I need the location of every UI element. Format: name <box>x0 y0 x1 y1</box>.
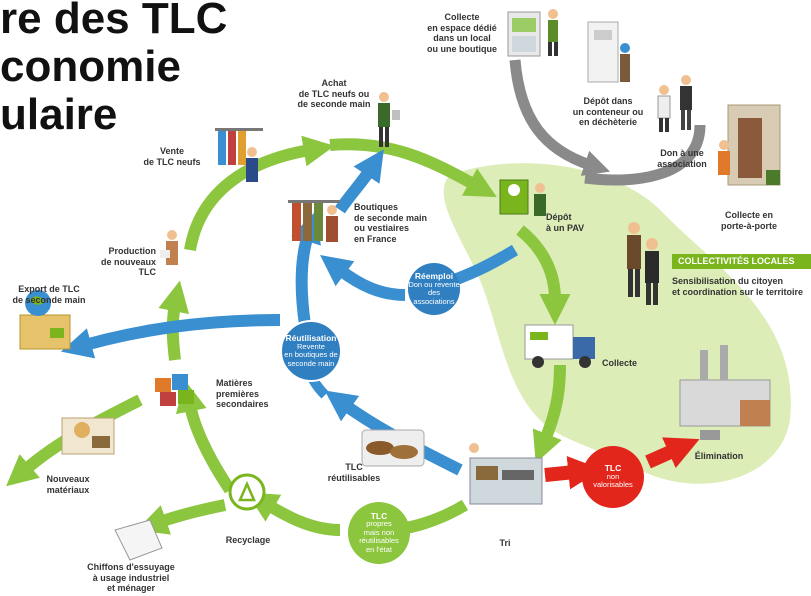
label-tlc-reutilisables: TLC réutilisables <box>327 462 381 483</box>
green-arrow-top-left <box>184 135 335 252</box>
label-don-association: Don à une association <box>657 148 707 169</box>
label-matieres: Matières premières secondaires <box>216 378 269 409</box>
label-production: Production de nouveaux TLC <box>100 246 156 277</box>
label-collecte: Collecte <box>602 358 638 368</box>
label-nouveaux-materiaux: Nouveaux matériaux <box>46 474 90 495</box>
green-arrow-chiffons <box>136 499 227 535</box>
label-chiffons: Chiffons d'essuyage à usage industriel e… <box>87 562 175 593</box>
reemploi-text: Don ou revente des associations <box>408 279 460 306</box>
blue-arrow-export <box>60 314 281 359</box>
red-arrow-tri-tlc <box>544 455 602 490</box>
green-arrow-recyclage-up <box>175 380 235 494</box>
person-icon-don <box>657 75 692 132</box>
green-arrow-right-collecte <box>532 364 566 464</box>
label-collecte-porte: Collecte en porte-à-porte <box>721 210 777 231</box>
label-depot-pav: Dépôt à un PAV <box>546 212 585 233</box>
clothes-rack-icon-vente <box>215 128 263 182</box>
reemploi-circle: Réemploi Don ou revente des associations <box>408 263 460 315</box>
cloth-icon <box>114 519 163 561</box>
globe-icon <box>19 290 71 350</box>
shop-kiosk-icon <box>507 11 541 57</box>
blue-arrow-boutique-achat <box>335 149 384 214</box>
tlc-propres-text: propres mais non réutilisables en l'état <box>359 519 399 554</box>
tlc-propres-circle: TLC propres mais non réutilisables en l'… <box>348 502 410 564</box>
clothes-rack-icon-boutiques <box>288 200 340 242</box>
person-icon-collecte <box>548 9 558 56</box>
tlc-non-title: TLC <box>604 463 622 474</box>
gray-arrow-door <box>584 124 706 186</box>
green-arrow-right-pav <box>516 225 571 325</box>
blue-arrow-reemploi-boutiques <box>320 255 406 301</box>
factory-icon <box>679 345 771 440</box>
sorting-machine-icon <box>469 443 543 505</box>
title-line-1: re des TLC <box>0 0 228 43</box>
person-icon-achat <box>378 92 400 147</box>
pav-container-icon <box>499 179 546 216</box>
tlc-non-valorisables-circle: TLC non valorisables <box>582 446 644 508</box>
reutilisation-title: Réutilisation <box>285 333 337 343</box>
container-icon <box>587 21 630 83</box>
label-depot-conteneur: Dépôt dans un conteneur ou en déchèterie <box>572 96 644 127</box>
recycle-icon <box>228 473 266 511</box>
collectivites-banner: COLLECTIVITÉS LOCALES <box>672 254 811 269</box>
tlc-non-text: non valorisables <box>593 471 633 490</box>
label-achat: Achat de TLC neufs ou de seconde main <box>297 78 371 109</box>
green-arrow-bottom <box>246 492 341 536</box>
blue-arrow-inner-up <box>291 211 321 326</box>
title-line-2: conomie <box>0 42 181 91</box>
reutilisation-text: Revente en boutiques de seconde main <box>284 341 338 368</box>
label-sensibilisation: Sensibilisation du citoyen et coordinati… <box>672 276 804 297</box>
red-arrow-tlc-elimination <box>645 437 700 469</box>
label-collecte-espace: Collecte en espace dédié dans un local o… <box>427 12 497 54</box>
truck-icon <box>524 324 595 368</box>
door-icon <box>718 104 781 186</box>
shoes-icon <box>361 429 425 467</box>
reutilisation-circle: Réutilisation Revente en boutiques de se… <box>280 320 342 382</box>
label-tri: Tri <box>499 538 511 548</box>
person-icon-production <box>160 230 178 265</box>
label-recyclage: Recyclage <box>225 535 271 545</box>
nouveaux-materiaux-icon <box>61 417 115 455</box>
title-line-3: ulaire <box>0 90 118 139</box>
fabric-bundles-icon <box>155 374 194 406</box>
green-arrow-top <box>329 138 497 198</box>
tlc-propres-title: TLC <box>370 510 388 521</box>
label-vente: Vente de TLC neufs <box>143 146 201 167</box>
gray-arrow-collecte <box>509 59 611 176</box>
label-export: Export de TLC de seconde main <box>12 284 86 305</box>
label-elimination: Élimination <box>694 451 744 461</box>
person-icon-sensibilisation <box>627 222 659 305</box>
label-boutiques: Boutiques de seconde main ou vestiaires … <box>354 202 428 244</box>
reemploi-title: Réemploi <box>414 271 454 281</box>
